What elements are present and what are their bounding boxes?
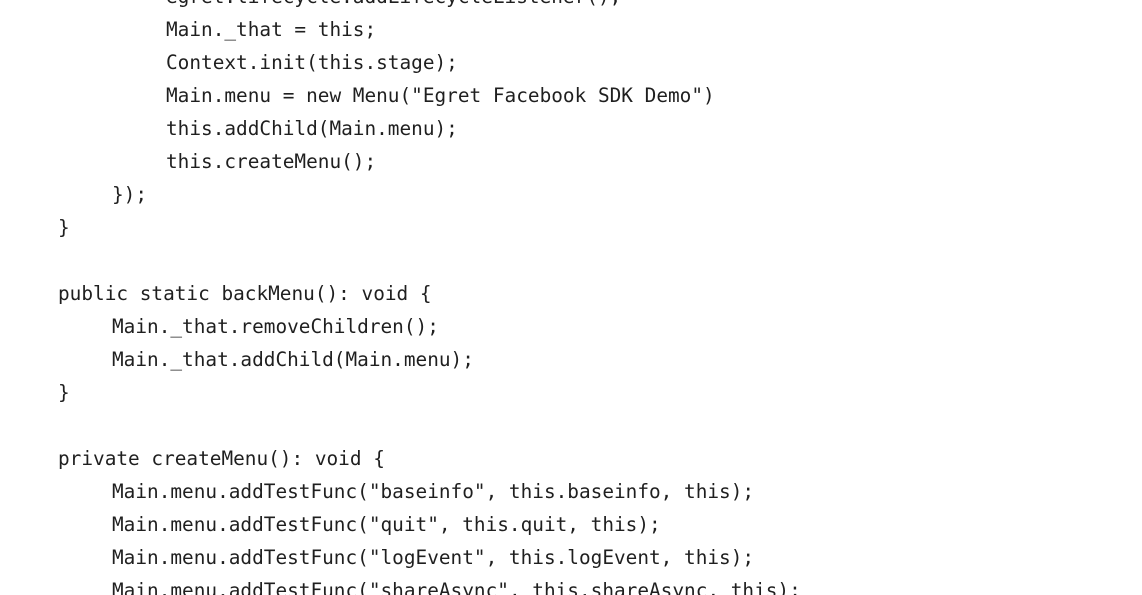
code-line: this.addChild(Main.menu); bbox=[166, 117, 458, 140]
code-line: Main.menu.addTestFunc("baseinfo", this.b… bbox=[112, 480, 755, 503]
code-line: Main._that.addChild(Main.menu); bbox=[112, 348, 474, 371]
code-line bbox=[0, 244, 1142, 277]
code-line: this.createMenu(); bbox=[166, 150, 377, 173]
code-line: } bbox=[58, 216, 70, 239]
code-line: }); bbox=[112, 183, 148, 206]
code-line: } bbox=[58, 381, 70, 404]
code-line: Context.init(this.stage); bbox=[166, 51, 458, 74]
code-line: private createMenu(): void { bbox=[58, 447, 385, 470]
code-line: Main.menu.addTestFunc("logEvent", this.l… bbox=[112, 546, 755, 569]
code-line: egret.lifecycle.addLifecycleListener(); bbox=[0, 0, 1142, 13]
code-line: public static backMenu(): void { bbox=[58, 282, 432, 305]
code-line bbox=[0, 409, 1142, 442]
code-line: Main._that.removeChildren(); bbox=[112, 315, 439, 338]
code-line: Main.menu = new Menu("Egret Facebook SDK… bbox=[166, 84, 715, 107]
code-line: Main.menu.addTestFunc("shareAsync", this… bbox=[112, 579, 801, 595]
code-line: Main._that = this; bbox=[166, 18, 377, 41]
code-line: Main.menu.addTestFunc("quit", this.quit,… bbox=[112, 513, 661, 536]
